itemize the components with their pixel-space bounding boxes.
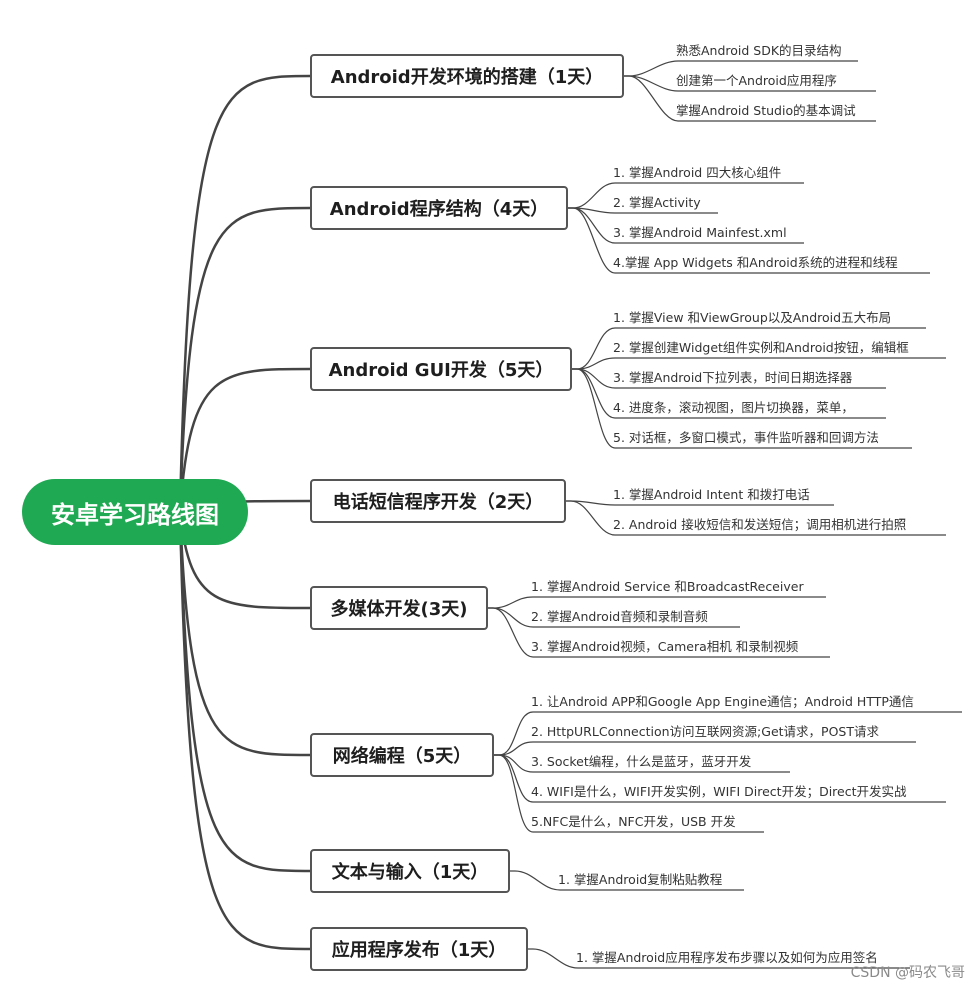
subtopic-item[interactable]: 2. Android 接收短信和发送短信；调用相机进行拍照 [613,517,907,532]
branch-line [178,206,311,513]
topic-node[interactable]: 电话短信程序开发（2天） [310,479,566,523]
sub-branch-line [494,754,764,833]
subtopic-item[interactable]: 4.掌握 App Widgets 和Android系统的进程和线程 [613,255,898,270]
subtopic-item[interactable]: 掌握Android Studio的基本调试 [676,103,856,118]
subtopic-item[interactable]: 3. Socket编程，什么是蓝牙，蓝牙开发 [531,754,752,769]
subtopic-item[interactable]: 3. 掌握Android下拉列表，时间日期选择器 [613,370,853,385]
watermark: CSDN @码农飞哥 [850,965,965,981]
subtopic-item[interactable]: 4. 进度条，滚动视图，图片切换器，菜单， [613,400,854,415]
subtopic-item[interactable]: 1. 掌握View 和ViewGroup以及Android五大布局 [613,310,892,325]
subtopic-item[interactable]: 5. 对话框，多窗口模式，事件监听器和回调方法 [613,430,879,445]
topic-node[interactable]: Android GUI开发（5天） [310,347,572,391]
subtopic-item[interactable]: 2. 掌握Activity [613,195,701,210]
subtopic-item[interactable]: 2. 掌握创建Widget组件实例和Android按钮，编辑框 [613,340,909,355]
root-node[interactable]: 安卓学习路线图 [22,479,248,545]
subtopic-item[interactable]: 4. WIFI是什么，WIFI开发实例，WIFI Direct开发；Direct… [531,784,907,799]
sub-branch-line [566,500,946,536]
branch-line [178,367,311,513]
subtopic-item[interactable]: 创建第一个Android应用程序 [676,73,837,88]
topic-node[interactable]: Android程序结构（4天） [310,186,568,230]
sub-branch-line [624,75,876,122]
subtopic-item[interactable]: 5.NFC是什么，NFC开发，USB 开发 [531,814,736,829]
sub-branch-line [510,870,744,891]
topic-node[interactable]: Android开发环境的搭建（1天） [310,54,624,98]
subtopic-item[interactable]: 2. 掌握Android音频和录制音频 [531,609,708,624]
sub-branch-line [488,607,830,658]
subtopic-item[interactable]: 1. 掌握Android 四大核心组件 [613,165,782,180]
branch-line [178,511,311,951]
subtopic-item[interactable]: 1. 让Android APP和Google App Engine通信；Andr… [531,694,914,709]
subtopic-item[interactable]: 3. 掌握Android视频，Camera相机 和录制视频 [531,639,799,654]
topic-node[interactable]: 多媒体开发(3天) [310,586,488,630]
branch-line [178,74,311,513]
branch-line [178,511,311,757]
sub-branch-line [572,357,946,370]
sub-branch-line [488,596,826,609]
subtopic-item[interactable]: 1. 掌握Android应用程序发布步骤以及如何为应用签名 [576,950,878,965]
topic-node[interactable]: 网络编程（5天） [310,733,494,777]
topic-node[interactable]: 应用程序发布（1天） [310,927,528,971]
subtopic-item[interactable]: 熟悉Android SDK的目录结构 [676,43,842,58]
subtopic-item[interactable]: 1. 掌握Android Service 和BroadcastReceiver [531,579,804,594]
topic-node[interactable]: 文本与输入（1天） [310,849,510,893]
subtopic-item[interactable]: 1. 掌握Android Intent 和拨打电话 [613,487,810,502]
subtopic-item[interactable]: 2. HttpURLConnection访问互联网资源;Get请求，POST请求 [531,724,879,739]
sub-branch-line [568,207,930,274]
subtopic-item[interactable]: 3. 掌握Android Mainfest.xml [613,225,787,240]
subtopic-item[interactable]: 1. 掌握Android复制粘贴教程 [558,872,723,887]
sub-branch-line [528,948,910,969]
sub-branch-line [572,368,912,449]
